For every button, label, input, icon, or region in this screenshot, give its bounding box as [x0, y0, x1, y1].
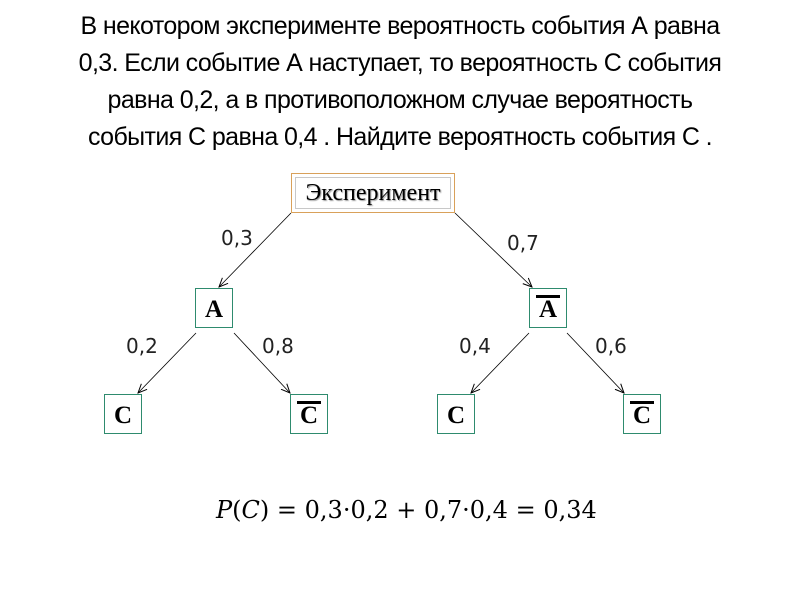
prob-root-notA: 0,7 [507, 231, 539, 255]
node-C-under-A: C [104, 394, 142, 434]
formula-var: C [241, 496, 260, 524]
prob-A-notC: 0,8 [262, 334, 294, 358]
prob-notA-C: 0,4 [459, 334, 491, 358]
node-C-under-notA: C [437, 394, 475, 434]
overline-bar [630, 401, 654, 404]
edge-root-to-notA [454, 212, 532, 287]
formula-close-paren: ) [259, 496, 270, 524]
node-notC-label: C [299, 402, 319, 429]
formula-p: P [216, 496, 233, 524]
problem-line-1: В некотором эксперименте вероятность соб… [80, 12, 720, 40]
node-not-A-label: A [538, 296, 558, 323]
node-C-label: C [113, 402, 133, 429]
edge-root-to-A [219, 212, 292, 287]
overline-bar [297, 401, 321, 404]
formula-rhs: = 0,3·0,2 + 0,7·0,4 = 0,34 [269, 496, 597, 524]
edge-A-to-C [138, 332, 197, 393]
problem-statement: В некотором эксперименте вероятность соб… [0, 8, 800, 156]
overline-bar [536, 295, 560, 298]
node-notC-under-notA: C [623, 394, 661, 434]
prob-A-C: 0,2 [126, 334, 158, 358]
prob-notA-notC: 0,6 [595, 334, 627, 358]
node-notC-under-A: C [290, 394, 328, 434]
problem-line-3: равна 0,2, а в противоположном случае ве… [107, 86, 693, 114]
node-C-label: C [446, 402, 466, 429]
problem-line-2: 0,3. Если событие А наступает, то вероят… [78, 49, 722, 77]
root-node-experiment: Эксперимент [291, 173, 455, 213]
node-A: A [195, 288, 233, 328]
edge-notA-to-C [471, 332, 530, 393]
edge-A-to-notC [233, 332, 290, 393]
node-A-label: A [204, 296, 224, 323]
edge-notA-to-notC [566, 332, 624, 393]
formula-open-paren: ( [232, 496, 242, 524]
root-node-label: Эксперимент [305, 179, 441, 206]
node-not-A: A [529, 288, 567, 328]
result-formula: P(C) = 0,3·0,2 + 0,7·0,4 = 0,34 [216, 496, 597, 524]
problem-line-4: события С равна 0,4 . Найдите вероятност… [87, 123, 713, 151]
prob-root-A: 0,3 [221, 226, 253, 250]
node-notC-label: C [632, 402, 652, 429]
